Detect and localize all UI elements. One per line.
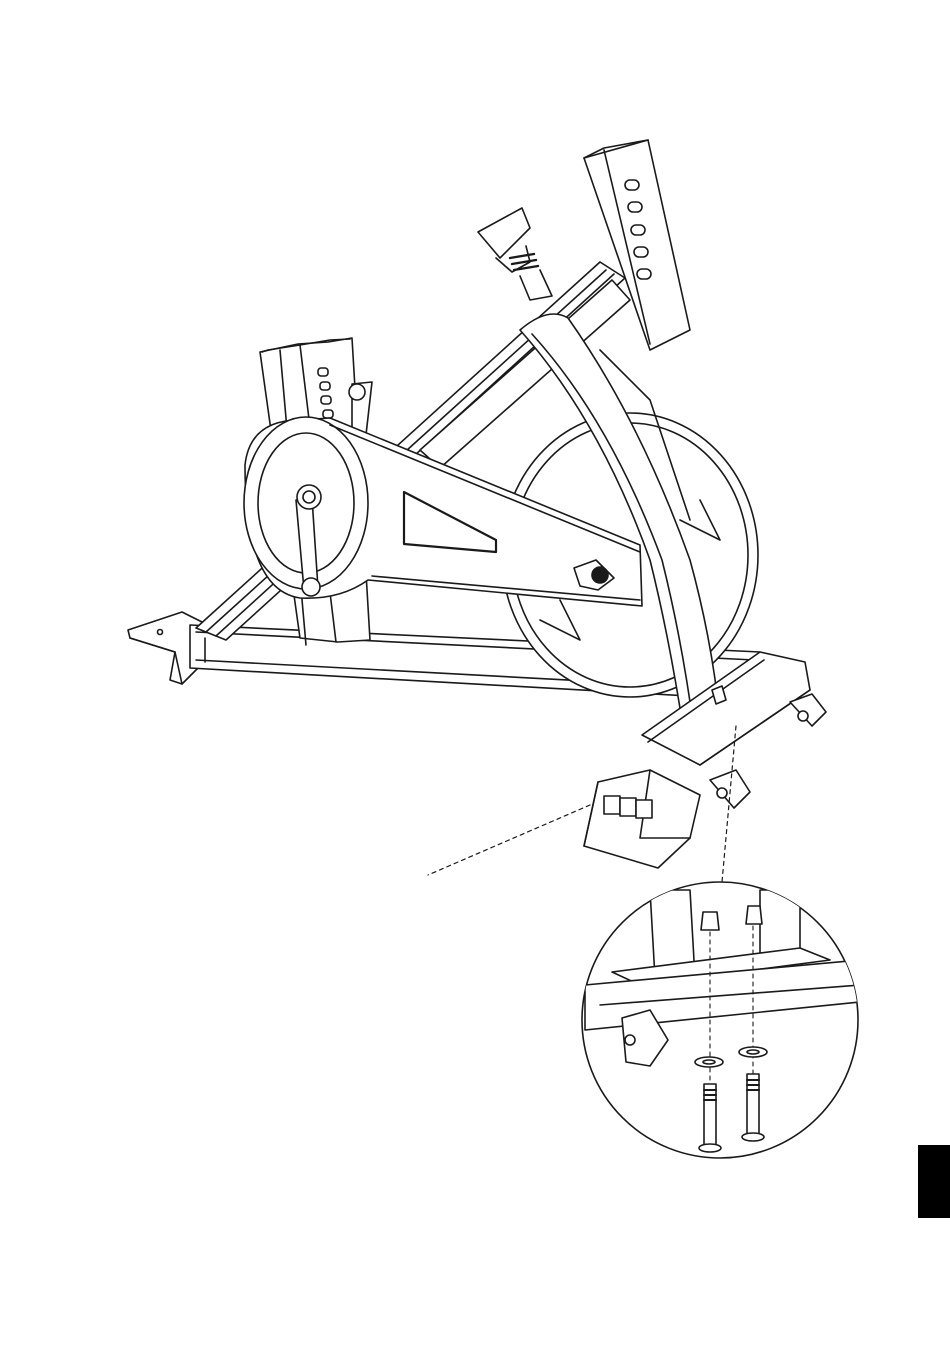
tension-knob [478,208,552,300]
transport-wheel-left [710,770,750,808]
foot-leveler-grips [604,796,652,818]
page-edge-tab [918,1145,950,1218]
acorn-nut-left [701,912,719,930]
washer-left [695,1057,723,1067]
zoom-detail [582,882,860,1158]
acorn-nut-right [746,906,762,924]
callout-leader-foot [428,805,590,875]
washer-right [739,1047,767,1057]
